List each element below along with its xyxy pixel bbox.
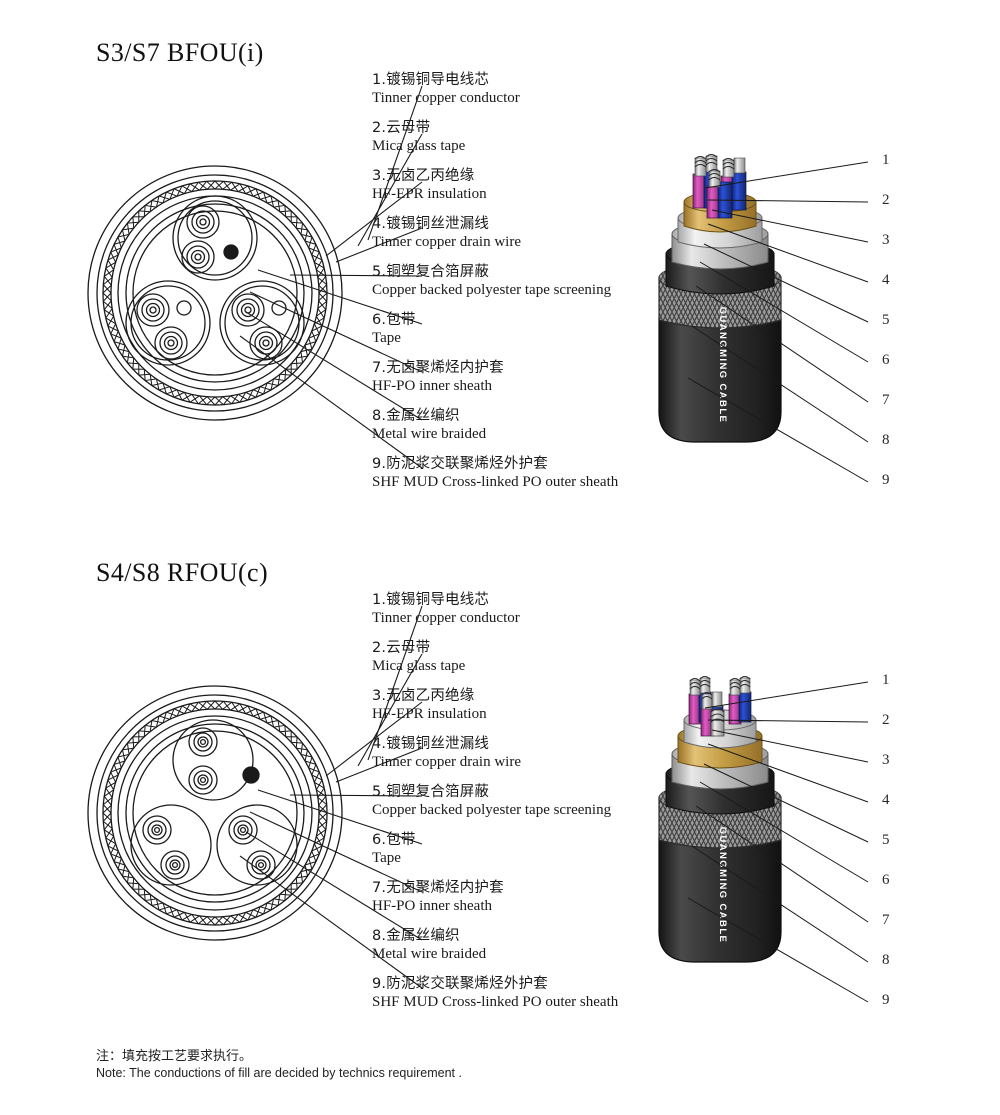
callout-group-rfou: 1 2 3 4 5 6 7 8 9	[600, 660, 930, 1040]
section-title: S4/S8 RFOU(c)	[96, 558, 269, 587]
label-item-6: 6.包带 Tape	[372, 312, 416, 346]
cross-section-diagram-bfou	[85, 160, 345, 430]
braid-hatch	[102, 700, 328, 926]
callout-number-6: 6	[882, 872, 890, 888]
outer-sheath-ring	[87, 165, 343, 421]
label-item-4: 4.镀锡铜丝泄漏线 Tinner copper drain wire	[372, 216, 521, 250]
callout-number-2: 2	[882, 712, 890, 728]
label-item-8: 8.金属丝编织 Metal wire braided	[372, 928, 487, 962]
pair-group	[130, 719, 298, 886]
footer-note-en: Note: The conductions of fill are decide…	[96, 1066, 462, 1080]
cable-section-rfou: S4/S8 RFOU(c)	[0, 520, 1000, 1040]
cable-3d-rfou: GUANGMING CABLE	[645, 670, 795, 970]
callout-number-8: 8	[882, 952, 890, 968]
callout-number-6: 6	[882, 352, 890, 368]
callout-number-5: 5	[882, 832, 890, 848]
callout-number-8: 8	[882, 432, 890, 448]
label-item-7: 7.无卤聚烯烃内护套 HF-PO inner sheath	[372, 360, 504, 394]
callout-number-1: 1	[882, 152, 890, 168]
label-item-4: 4.镀锡铜丝泄漏线 Tinner copper drain wire	[372, 736, 521, 770]
label-item-3: 3.无卤乙丙绝缘 HF-EPR insulation	[372, 168, 487, 202]
label-item-1: 1.镀锡铜导电线芯 Tinner copper conductor	[372, 72, 520, 106]
callout-number-5: 5	[882, 312, 890, 328]
label-item-9: 9.防泥浆交联聚烯烃外护套 SHF MUD Cross-linked PO ou…	[372, 976, 619, 1010]
label-item-2: 2.云母带 Mica glass tape	[372, 640, 466, 674]
label-item-8: 8.金属丝编织 Metal wire braided	[372, 408, 487, 442]
callout-number-4: 4	[882, 272, 890, 288]
leader-lines-rfou	[239, 580, 423, 1040]
label-item-3: 3.无卤乙丙绝缘 HF-EPR insulation	[372, 688, 487, 722]
footer-note-cn: 注：填充按工艺要求执行。	[96, 1049, 253, 1064]
callout-number-1: 1	[882, 672, 890, 688]
brand-text: GUANGMING CABLE	[717, 827, 728, 944]
leader-lines-bfou	[239, 60, 423, 520]
core-group	[688, 676, 752, 737]
drain-wire	[242, 766, 260, 784]
callout-group-bfou: 1 2 3 4 5 6 7 8 9	[600, 140, 930, 520]
label-item-7: 7.无卤聚烯烃内护套 HF-PO inner sheath	[372, 880, 504, 914]
triad-group	[125, 195, 305, 366]
label-item-9: 9.防泥浆交联聚烯烃外护套 SHF MUD Cross-linked PO ou…	[372, 456, 619, 490]
tape-ring	[125, 203, 305, 383]
label-item-6: 6.包带 Tape	[372, 832, 416, 866]
callout-number-4: 4	[882, 792, 890, 808]
section-title: S3/S7 BFOU(i)	[96, 38, 264, 67]
drain-wire-core	[710, 708, 725, 737]
outer-sheath-body	[658, 317, 782, 443]
callout-number-7: 7	[882, 392, 890, 408]
label-item-5: 5.铜塑复合箔屏蔽 Copper backed polyester tape s…	[372, 784, 612, 818]
outer-sheath-body	[658, 837, 782, 963]
label-item-1: 1.镀锡铜导电线芯 Tinner copper conductor	[372, 592, 520, 626]
callout-number-9: 9	[882, 472, 890, 488]
callout-number-3: 3	[882, 752, 890, 768]
brand-text: GUANGMING CABLE	[717, 307, 728, 424]
braid-hatch	[102, 180, 328, 406]
footer-note: 注：填充按工艺要求执行。 Note: The conductions of fi…	[96, 1048, 696, 1082]
cable-section-bfou: S3/S7 BFOU(i)	[0, 0, 1000, 520]
label-item-2: 2.云母带 Mica glass tape	[372, 120, 466, 154]
callout-number-3: 3	[882, 232, 890, 248]
label-item-5: 5.铜塑复合箔屏蔽 Copper backed polyester tape s…	[372, 264, 612, 298]
callout-number-2: 2	[882, 192, 890, 208]
callout-number-7: 7	[882, 912, 890, 928]
callout-number-9: 9	[882, 992, 890, 1008]
